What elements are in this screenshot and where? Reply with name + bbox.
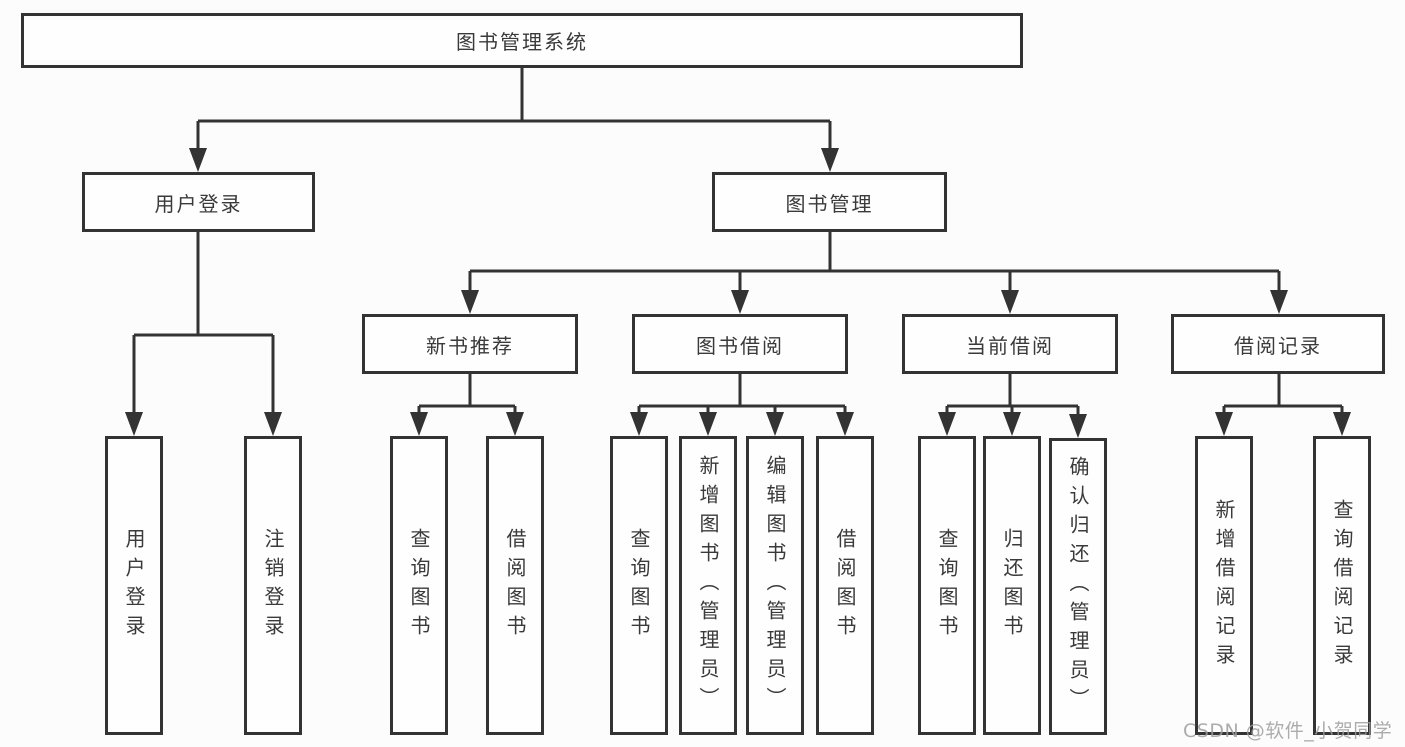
leaf-borrow-books-borrowing: 借阅图书: [816, 436, 874, 735]
leaf-user-login: 用户登录: [105, 436, 163, 735]
arrowhead: [699, 412, 717, 436]
leaf-return-books: 归还图书: [983, 436, 1041, 735]
node-label: 图书管理: [785, 191, 874, 216]
node-borrowing-records: 借阅记录: [1171, 314, 1385, 374]
node-label: 新增借阅记录: [1212, 498, 1236, 673]
arrowhead: [1069, 414, 1087, 438]
node-label: 新书推荐: [426, 333, 514, 358]
leaf-add-books-admin: 新增图书（管理员）: [679, 436, 737, 735]
node-label: 查询借阅记录: [1330, 498, 1354, 673]
leaf-edit-books-admin: 编辑图书（管理员）: [746, 436, 804, 735]
node-label: 查询图书: [627, 527, 651, 644]
node-label: 图书管理系统: [456, 30, 588, 54]
node-book-borrowing: 图书借阅: [632, 314, 848, 374]
node-current-borrowing: 当前借阅: [902, 314, 1118, 374]
arrowhead: [630, 412, 648, 436]
node-root-system: 图书管理系统: [21, 13, 1023, 68]
node-label: 借阅记录: [1234, 333, 1322, 358]
node-book-management: 图书管理: [712, 172, 947, 232]
arrowhead: [506, 412, 524, 436]
node-label: 查询图书: [935, 527, 959, 644]
leaf-borrow-books-recommend: 借阅图书: [486, 436, 544, 735]
node-label: 新增图书（管理员）: [696, 455, 720, 716]
arrowhead: [410, 412, 428, 436]
arrowhead: [1333, 412, 1351, 436]
arrowhead: [264, 412, 282, 436]
arrowhead: [821, 148, 839, 172]
node-label: 借阅图书: [503, 527, 527, 644]
arrowhead: [461, 290, 479, 314]
node-user-login: 用户登录: [82, 172, 315, 232]
leaf-query-books-borrowing: 查询图书: [610, 436, 668, 735]
node-label: 注销登录: [261, 527, 285, 644]
arrowhead: [766, 412, 784, 436]
leaf-query-borrow-record: 查询借阅记录: [1313, 436, 1371, 735]
node-label: 编辑图书（管理员）: [763, 455, 787, 716]
arrowhead: [1001, 290, 1019, 314]
node-label: 归还图书: [1000, 527, 1024, 644]
leaf-add-borrow-record: 新增借阅记录: [1195, 436, 1253, 735]
connector-path: [132, 68, 1344, 418]
leaf-confirm-return-admin: 确认归还（管理员）: [1049, 438, 1107, 735]
node-label: 用户登录: [154, 191, 243, 216]
node-new-book-recommend: 新书推荐: [362, 314, 578, 374]
arrowhead: [189, 148, 207, 172]
node-label: 借阅图书: [833, 527, 857, 644]
arrowhead: [938, 412, 956, 436]
arrowhead: [836, 412, 854, 436]
node-label: 当前借阅: [966, 333, 1054, 358]
arrowhead: [125, 412, 143, 436]
leaf-logout: 注销登录: [244, 436, 302, 735]
csdn-watermark: CSDN @软件_小贺同学: [1183, 720, 1393, 742]
node-label: 确认归还（管理员）: [1066, 456, 1090, 717]
arrowhead: [1270, 290, 1288, 314]
arrowhead: [1215, 412, 1233, 436]
node-label: 查询图书: [407, 527, 431, 644]
leaf-query-books-current: 查询图书: [918, 436, 976, 735]
leaf-query-books-recommend: 查询图书: [390, 436, 448, 735]
node-label: 图书借阅: [696, 333, 784, 358]
node-label: 用户登录: [122, 527, 146, 644]
arrowhead: [1003, 412, 1021, 436]
arrowhead: [731, 290, 749, 314]
